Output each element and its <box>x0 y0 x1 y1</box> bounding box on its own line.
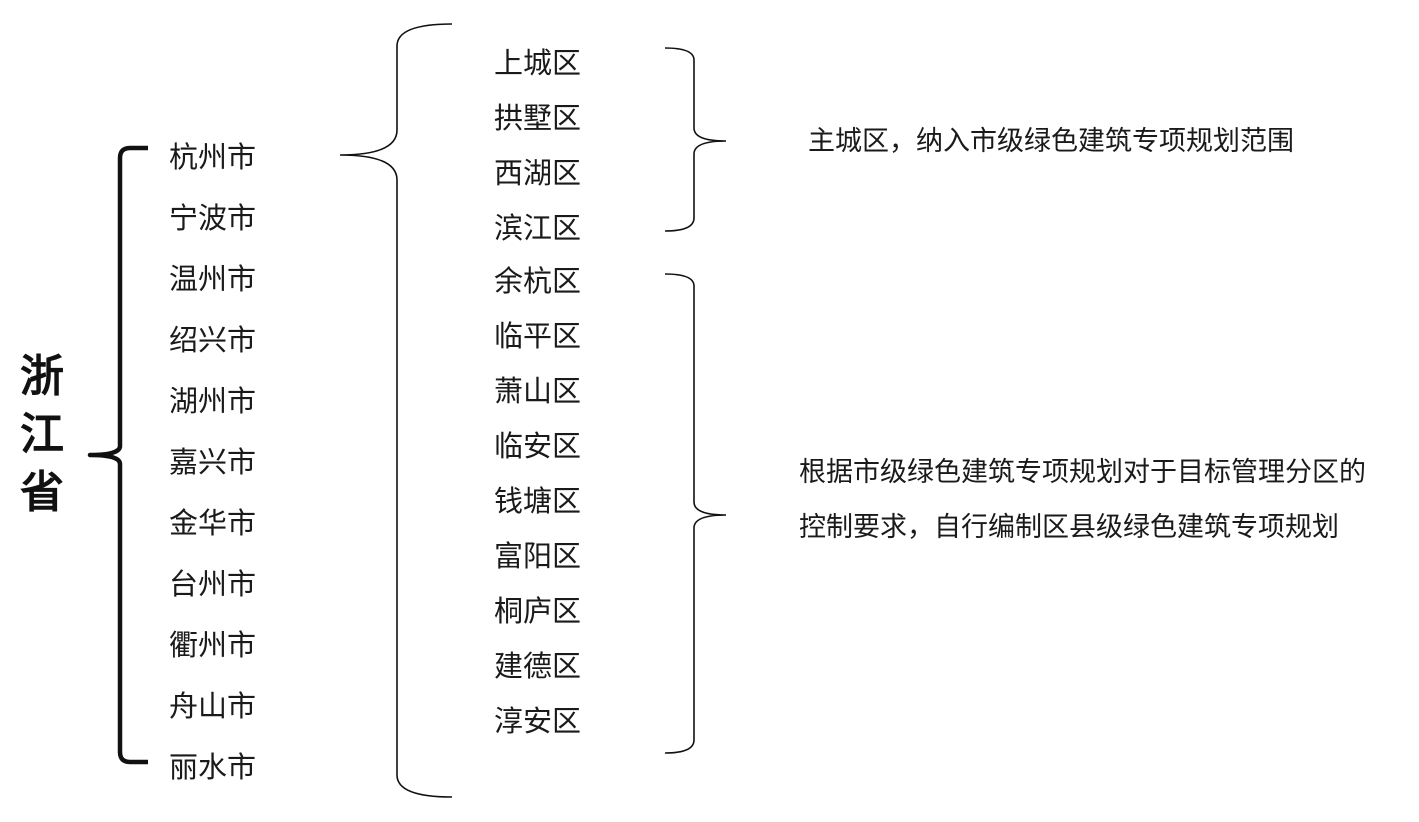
district-item: 临平区 <box>494 319 582 353</box>
other-districts-note: 根据市级绿色建筑专项规划对于目标管理分区的控制要求，自行编制区县级绿色建筑专项规… <box>799 457 1366 543</box>
other-districts-brace <box>664 273 727 754</box>
province-bracket <box>87 145 148 765</box>
city-item: 舟山市 <box>169 689 257 723</box>
district-item: 萧山区 <box>494 374 582 408</box>
city-item: 嘉兴市 <box>169 445 257 479</box>
province-char: 江 <box>20 409 64 460</box>
city-item: 湖州市 <box>169 384 257 418</box>
province-char: 省 <box>20 467 64 518</box>
province-label: 浙 江 省 <box>14 348 70 522</box>
hangzhou-district-brace <box>339 23 453 798</box>
city-item: 金华市 <box>169 506 257 540</box>
district-item: 余杭区 <box>494 264 582 298</box>
district-item: 上城区 <box>494 46 582 80</box>
province-char: 浙 <box>20 351 64 402</box>
main-urban-brace <box>664 47 727 232</box>
district-item: 钱塘区 <box>494 484 582 518</box>
city-item: 温州市 <box>169 262 257 296</box>
city-item: 宁波市 <box>169 201 257 235</box>
district-item: 拱墅区 <box>494 101 582 135</box>
city-item: 衢州市 <box>169 628 257 662</box>
district-item: 桐庐区 <box>494 594 582 628</box>
district-item: 建德区 <box>494 649 582 683</box>
city-item: 台州市 <box>169 567 257 601</box>
district-item: 富阳区 <box>494 539 582 573</box>
city-item: 丽水市 <box>169 750 257 784</box>
city-item: 绍兴市 <box>169 323 257 357</box>
district-item: 临安区 <box>494 429 582 463</box>
district-item: 滨江区 <box>494 211 582 245</box>
city-item: 杭州市 <box>169 140 257 174</box>
main-urban-note: 主城区，纳入市级绿色建筑专项规划范围 <box>808 126 1294 157</box>
district-item: 淳安区 <box>494 704 582 738</box>
district-item: 西湖区 <box>494 156 582 190</box>
